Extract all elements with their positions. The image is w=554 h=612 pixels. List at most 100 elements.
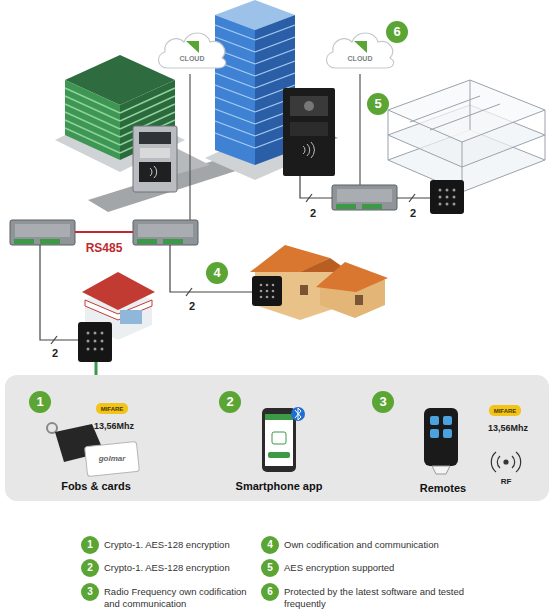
keypad-reader — [446, 203, 449, 206]
parking-structure — [430, 104, 500, 130]
keypad-reader — [260, 290, 263, 293]
green-building — [65, 88, 175, 153]
green-building — [55, 55, 185, 172]
keypad-reader — [252, 276, 282, 306]
controller-board — [362, 204, 382, 209]
callout-circle — [29, 391, 51, 413]
controller-board — [138, 224, 193, 237]
cloud-wire — [359, 74, 360, 185]
parking-structure — [388, 110, 389, 160]
callout-number: 1 — [29, 391, 51, 413]
legend-text: Protected by the latest software and tes… — [284, 586, 474, 610]
blue-tower — [215, 133, 255, 148]
callout-number: 2 — [219, 391, 241, 413]
cloud-node: CLOUD — [154, 26, 230, 74]
legend-number: 3 — [81, 583, 99, 601]
callout-circle — [29, 391, 394, 413]
caption: Smartphone app — [229, 479, 329, 493]
green-building — [65, 80, 120, 160]
steel-door-panel — [133, 126, 177, 192]
blue-tower — [255, 49, 295, 64]
remote-control — [424, 408, 458, 466]
controller-board — [163, 239, 183, 244]
blue-tower — [215, 25, 255, 40]
badge-text: MIFARE — [489, 406, 521, 417]
keypad-reader — [78, 322, 112, 362]
wire-count: 2 — [306, 206, 320, 220]
keypad-reader — [87, 340, 90, 343]
blue-tower — [255, 25, 295, 40]
blue-tower — [255, 37, 295, 52]
cloud-node: CLOUD — [322, 26, 398, 74]
controller-board — [137, 239, 157, 244]
black-door-panel — [303, 142, 314, 158]
keypad-reader — [94, 348, 97, 351]
legend-number: 1 — [81, 536, 99, 554]
remote-control — [443, 416, 452, 425]
keypad-reader — [87, 332, 90, 335]
legend-text: AES encryption supported — [284, 562, 474, 574]
blue-tower — [215, 85, 255, 100]
cloud-label: CLOUD — [154, 55, 230, 62]
blue-tower — [215, 109, 255, 124]
legend-number: 5 — [261, 559, 279, 577]
keypad-reader — [260, 296, 263, 299]
controller-board — [332, 185, 397, 210]
parking-structure — [410, 96, 480, 122]
shop — [120, 310, 142, 324]
mifare-badge — [489, 405, 521, 416]
callout-circle — [372, 391, 394, 413]
callout-circle — [206, 21, 408, 284]
smartphone — [262, 408, 296, 472]
remote-control — [432, 466, 450, 474]
credentials-panel — [5, 375, 549, 501]
rf-symbol — [491, 452, 520, 472]
black-door-panel — [283, 88, 335, 176]
callout-circle — [367, 93, 389, 115]
cloud-logo — [186, 41, 199, 53]
wire-count: 2 — [48, 346, 62, 360]
two-wire-cable — [51, 336, 57, 344]
black-door-panel — [283, 88, 335, 176]
controller-board — [14, 239, 34, 244]
keypad-reader — [101, 348, 104, 351]
frequency-label: 13,56Mhz — [480, 422, 536, 434]
two-wire-cable — [397, 197, 430, 198]
two-wire-cable — [306, 194, 312, 202]
caption: Fobs & cards — [51, 479, 141, 493]
rf-label: RF — [496, 476, 516, 487]
two-wire-cable — [186, 288, 192, 296]
steel-door-panel — [140, 148, 170, 158]
controller-board — [10, 220, 75, 245]
green-building — [120, 120, 175, 145]
legend-text: Own codification and communication — [284, 539, 474, 551]
steel-door-panel — [139, 162, 171, 182]
keypad-reader — [453, 189, 456, 192]
wire-count: 2 — [406, 206, 420, 220]
controller-board — [40, 239, 60, 244]
smartphone — [265, 414, 293, 420]
callout-circle — [206, 262, 228, 284]
keypad-reader — [430, 180, 464, 214]
brand-text: golmar — [92, 453, 132, 465]
cloud-logo — [354, 41, 367, 53]
bus-label: RS485 — [77, 240, 131, 256]
keypad-reader — [272, 296, 275, 299]
two-wire-cable — [170, 245, 252, 292]
legend-circle — [81, 536, 99, 554]
legend-circle — [261, 536, 279, 554]
callout-number: 3 — [372, 391, 394, 413]
smartphone — [265, 414, 293, 466]
callout-number: 5 — [367, 93, 389, 115]
keypad-reader — [446, 189, 449, 192]
cloud-label: CLOUD — [322, 55, 398, 62]
blue-tower — [215, 15, 255, 165]
legend-text: Crypto-1. AES-128 encryption — [104, 539, 264, 551]
two-wire-cable — [300, 176, 332, 198]
callout-number: 4 — [206, 262, 228, 284]
keypad-reader — [94, 332, 97, 335]
keypad-reader — [439, 203, 442, 206]
houses — [300, 285, 308, 295]
mifare-badge — [96, 403, 128, 414]
